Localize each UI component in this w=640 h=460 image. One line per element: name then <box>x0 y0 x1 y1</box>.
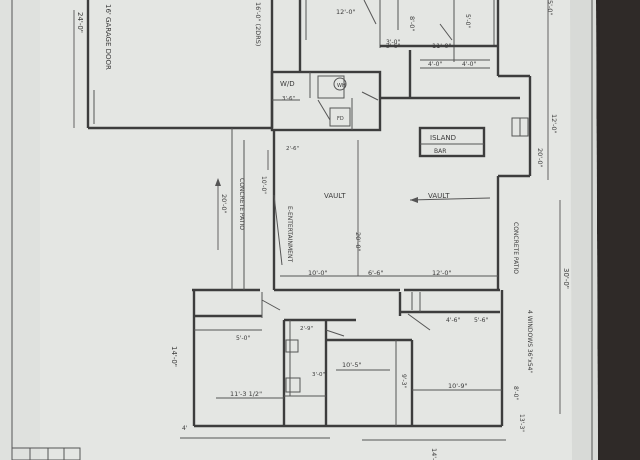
dim-2-6: 2'-6" <box>286 146 299 152</box>
top-dim-4: 4'-0" <box>428 61 442 68</box>
garage-depth-label: 24'-0" <box>76 12 84 33</box>
entertainment-label: E-ENTERTAINMENT <box>286 206 293 262</box>
dim-20-0-right: 20'-0" <box>536 148 544 168</box>
paper-shade-right <box>570 0 598 460</box>
dim-6-6: 6'-6" <box>368 269 383 277</box>
great-room <box>192 96 530 292</box>
dim-14-3: 14'-3" <box>430 448 438 460</box>
left-patio <box>215 128 269 290</box>
patio-right-label: CONCRETE PATIO <box>512 222 519 274</box>
dim-12-0: 12'-0" <box>550 114 558 134</box>
vault-left: VAULT <box>324 192 346 200</box>
dim-30-0: 30'-0" <box>562 268 570 289</box>
top-dim-1: 12'-0" <box>336 8 356 16</box>
laundry-room <box>270 70 382 132</box>
dim-12-0-bottom: 12'-0" <box>432 269 452 277</box>
bottom-dimension-lines <box>180 437 506 441</box>
dim-5-6: 5'-6" <box>474 317 488 324</box>
dim-2-9: 2'-9" <box>300 326 313 332</box>
top-dim-2: 11'-0" <box>432 42 452 50</box>
fd-label: FD <box>337 116 344 122</box>
title-block <box>11 447 81 460</box>
paper-sheet <box>0 0 598 460</box>
dim-5-0: 5'-0" <box>236 335 250 342</box>
top-dim-6: 3'-6" <box>386 43 400 50</box>
paper-shade-left <box>0 0 40 460</box>
dim-20-0-center: 20'-0" <box>354 232 362 252</box>
garage-door-label: 16' GARAGE DOOR <box>104 4 112 70</box>
dim-3-0: 3'-0" <box>386 39 400 46</box>
dim-8-0: 8'-0" <box>512 386 519 400</box>
corner-mark: 4' <box>182 425 188 432</box>
top-dim-7: 5'-0" <box>546 0 554 15</box>
wh-label: WH <box>337 83 346 89</box>
dim-3-6: 3'-6" <box>282 96 295 102</box>
dim-3-0b: 3'-0" <box>312 372 325 378</box>
top-dim-5: 4'-0" <box>462 61 476 68</box>
top-dim-3: 8'-0" <box>408 16 416 31</box>
kitchen-island <box>418 117 529 158</box>
island-label: ISLAND <box>430 134 456 142</box>
dim-4-6: 4'-6" <box>446 317 460 324</box>
door-note: 16'-0" (2DRS) <box>254 2 262 46</box>
top-rooms <box>298 0 549 180</box>
patio-left-label: CONCRETE PATIO <box>238 178 245 230</box>
window-note: 4 WINDOWS 36"x54" <box>526 310 533 373</box>
dim-9-3: 9'-3" <box>400 374 407 388</box>
top-dim-8: 5'-0" <box>464 14 471 28</box>
dim-10-9: 10'-9" <box>448 382 468 390</box>
bar-label: BAR <box>434 148 446 155</box>
dim-10-0-bottom: 10'-0" <box>308 269 328 277</box>
bedroom-wing <box>192 290 504 428</box>
wd-label: W/D <box>280 80 295 88</box>
dim-10-5: 10'-5" <box>342 361 362 369</box>
carpet-strip <box>600 0 640 460</box>
dim-20-0-left: 20'-0" <box>220 194 228 214</box>
dim-13-3: 13'-3" <box>518 414 525 432</box>
dim-11-3: 11'-3 1/2" <box>230 390 262 398</box>
vault-right: VAULT <box>428 192 450 200</box>
dim-14-0: 14'-0" <box>170 346 178 367</box>
dim-10-0-patio: 10'-0" <box>260 176 267 194</box>
